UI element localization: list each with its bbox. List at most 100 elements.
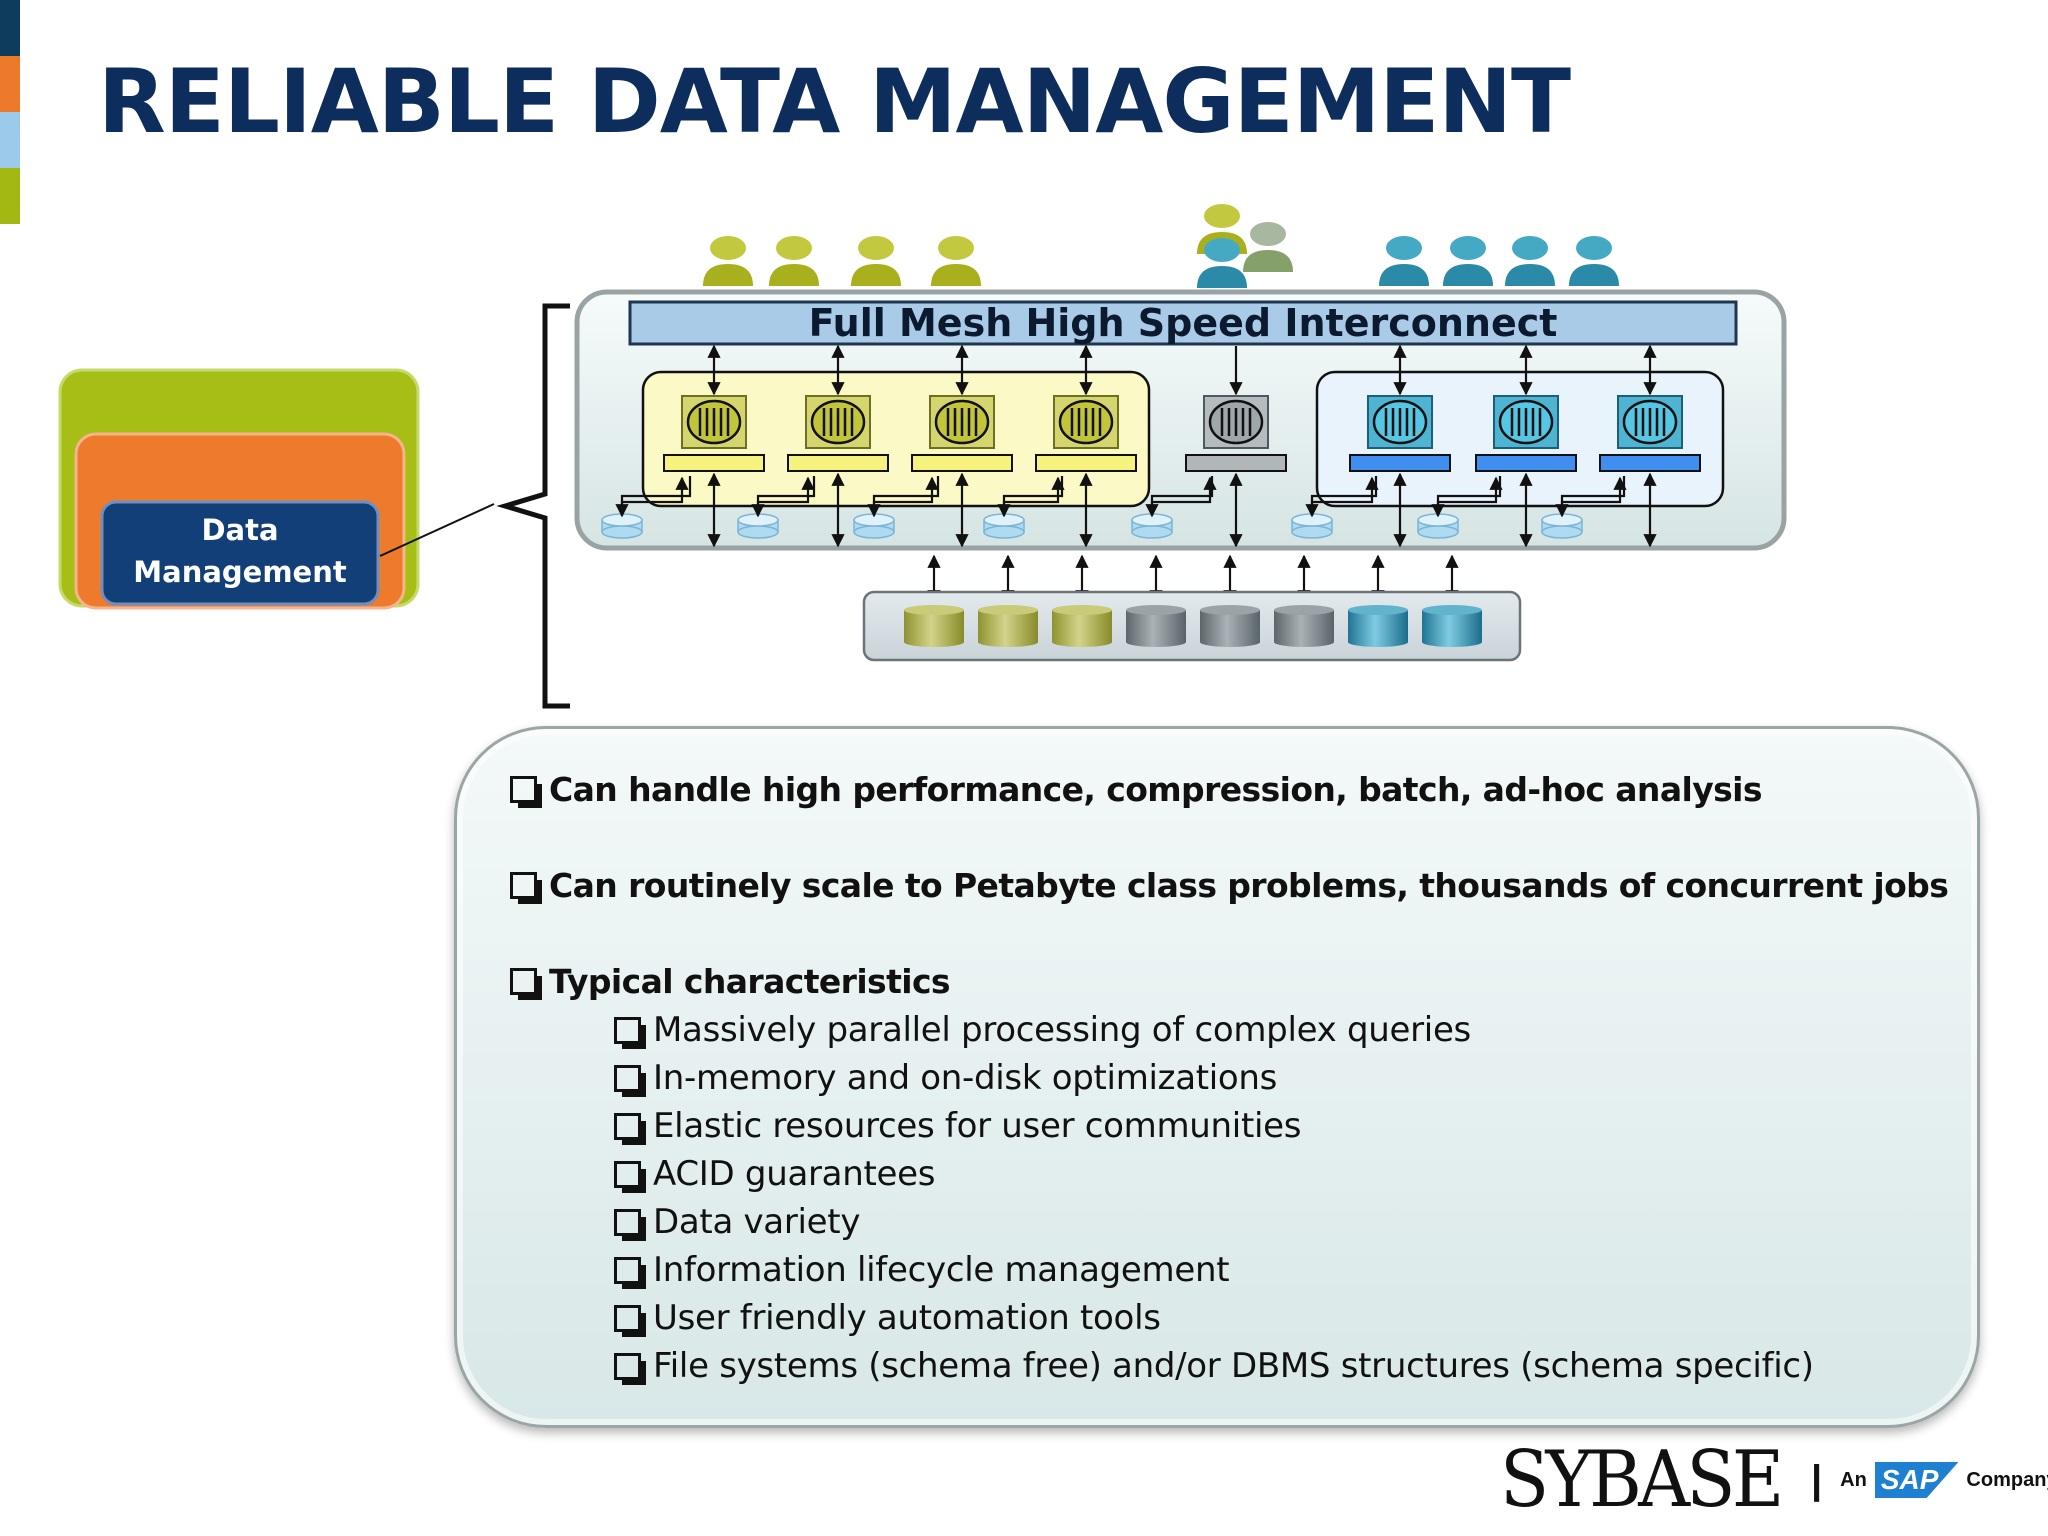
bracket	[496, 303, 570, 709]
disk-cylinder-icon	[1541, 513, 1583, 539]
green-node-group	[641, 370, 1151, 508]
bullet-sub: In-memory and on-disk optimizations	[614, 1058, 1277, 1098]
disk-up-arrow	[1002, 476, 1065, 514]
disk-cylinder-icon	[601, 513, 643, 539]
layer-stack	[58, 368, 420, 610]
server-icon	[1185, 395, 1287, 472]
bullet-sub: Massively parallel processing of complex…	[614, 1010, 1471, 1050]
checkbox-icon	[614, 1112, 646, 1145]
disk-up-arrow	[756, 476, 815, 514]
bullet-main: Typical characteristics	[510, 962, 951, 1001]
checkbox-icon	[614, 1016, 646, 1049]
bullet-text: Information lifecycle management	[653, 1250, 1230, 1290]
bullet-text: Elastic resources for user communities	[653, 1106, 1302, 1146]
bullet-text: File systems (schema free) and/or DBMS s…	[653, 1346, 1814, 1386]
bullet-sub: User friendly automation tools	[614, 1298, 1161, 1338]
server-icon	[787, 395, 889, 472]
stack-label-line2: Management	[133, 555, 347, 589]
checkbox-icon	[614, 1208, 646, 1241]
checkbox-icon	[614, 1352, 646, 1385]
person-icon	[1505, 236, 1555, 286]
disk-cylinder-icon	[1348, 605, 1408, 647]
accent-segment-lightblue	[0, 112, 20, 168]
person-icon	[703, 236, 753, 286]
stack-inner-layer	[100, 500, 380, 606]
disk-cylinder-icon	[1274, 605, 1334, 647]
server-icon	[663, 395, 765, 472]
disk-up-arrow	[872, 476, 939, 514]
disk-up-arrow	[1310, 476, 1379, 514]
disk-cylinder-icon	[1131, 513, 1173, 539]
disk-cylinder-icon	[1052, 605, 1112, 647]
bullet-sub: File systems (schema free) and/or DBMS s…	[614, 1346, 1814, 1386]
disk-cylinder-icon	[1422, 605, 1482, 647]
person-icon	[1243, 222, 1293, 272]
disk-cylinder-icon	[1200, 605, 1260, 647]
disk-up-arrow	[620, 476, 689, 514]
disk-up-arrow	[1436, 476, 1503, 514]
characteristics-panel	[454, 726, 1980, 1428]
accent-segment-green	[0, 168, 20, 224]
bullet-main: Can handle high performance, compression…	[510, 770, 1763, 809]
stack-label-line1: Data	[201, 513, 279, 547]
checkbox-icon	[614, 1304, 646, 1337]
bullet-text: Can handle high performance, compression…	[549, 770, 1763, 809]
shared-storage-disks	[904, 605, 1482, 647]
disk-cylinder-icon	[737, 513, 779, 539]
disk-cylinder-icon	[983, 513, 1025, 539]
server-icon	[911, 395, 1013, 472]
local-disks	[601, 513, 1583, 539]
server-icon	[1475, 395, 1577, 472]
disk-cylinder-icon	[1126, 605, 1186, 647]
disk-up-arrow	[1560, 476, 1627, 514]
person-icon	[1569, 236, 1619, 286]
server-nodes	[663, 395, 1701, 472]
person-icon	[1443, 236, 1493, 286]
disk-cylinder-icon	[1291, 513, 1333, 539]
bullet-text: ACID guarantees	[653, 1154, 936, 1194]
interconnect-label: Full Mesh High Speed Interconnect	[808, 301, 1558, 345]
server-icon	[1035, 395, 1137, 472]
person-icon	[1379, 236, 1429, 286]
bullet-sub: Elastic resources for user communities	[614, 1106, 1301, 1146]
logo-divider: |	[1810, 1457, 1823, 1502]
server-icon	[1599, 395, 1701, 472]
stack-label: Data Management	[104, 509, 376, 593]
sap-logo: SAP	[1874, 1462, 1959, 1498]
checkbox-icon	[510, 968, 542, 1000]
person-icon	[1197, 238, 1247, 288]
bullet-text: Typical characteristics	[549, 962, 951, 1001]
bullet-text: Data variety	[653, 1202, 861, 1242]
accent-segment-orange	[0, 56, 20, 112]
bullet-main: Can routinely scale to Petabyte class pr…	[510, 866, 1949, 905]
person-icon	[769, 236, 819, 286]
person-icon	[931, 236, 981, 286]
connection-arrows	[615, 344, 1657, 604]
page-title: RELIABLE DATA MANAGEMENT	[98, 50, 1571, 153]
accent-bar	[0, 0, 20, 224]
disk-up-arrow	[1150, 476, 1217, 514]
bullet-sub: Information lifecycle management	[614, 1250, 1230, 1290]
checkbox-icon	[614, 1064, 646, 1097]
person-icon	[851, 236, 901, 286]
logo-company: Company	[1966, 1468, 2048, 1491]
checkbox-icon	[614, 1160, 646, 1193]
checkbox-icon	[510, 776, 542, 808]
checkbox-icon	[510, 872, 542, 904]
bullet-text: User friendly automation tools	[653, 1298, 1161, 1338]
disk-cylinder-icon	[978, 605, 1038, 647]
logo-an: An	[1840, 1468, 1867, 1491]
disk-cylinder-icon	[904, 605, 964, 647]
checkbox-icon	[614, 1256, 646, 1289]
callout-line	[379, 503, 495, 557]
sybase-logo: SYBASE | An SAP Company	[1500, 1435, 2048, 1525]
bullet-sub: Data variety	[614, 1202, 860, 1242]
bullet-text: Massively parallel processing of complex…	[653, 1010, 1471, 1050]
disk-cylinder-icon	[1417, 513, 1459, 539]
bullet-sub: ACID guarantees	[614, 1154, 935, 1194]
disk-cylinder-icon	[853, 513, 895, 539]
server-icon	[1349, 395, 1451, 472]
logo-brand: SYBASE	[1500, 1435, 1784, 1525]
user-icons	[703, 204, 1619, 288]
